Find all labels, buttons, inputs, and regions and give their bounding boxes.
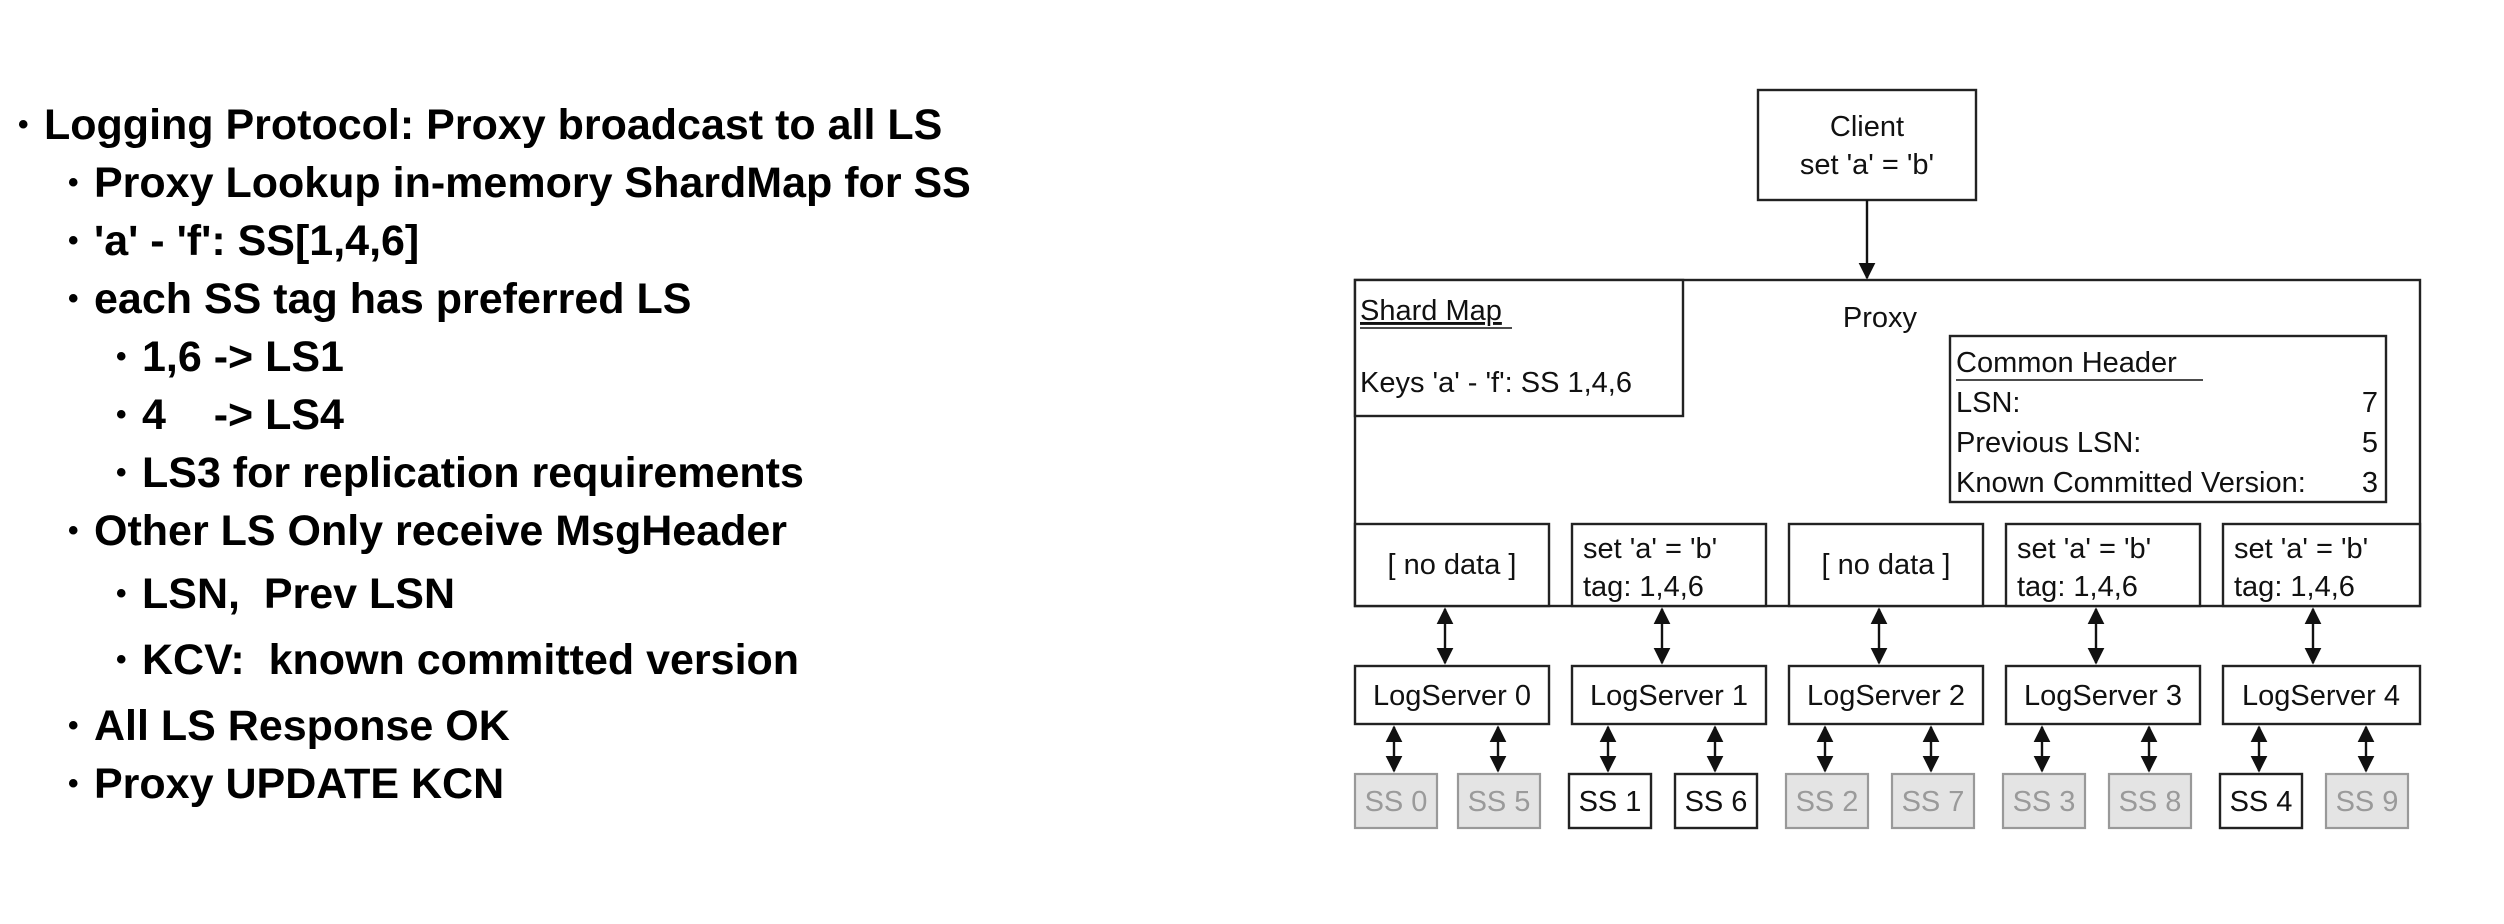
ss-box-7 [1890,772,1976,830]
message-box-4 [2221,522,2422,608]
ss-7-label: SS 7 [1902,786,1965,818]
log-server-box-1 [1570,664,1768,726]
log-server-box-3 [2004,664,2202,726]
proxy-logserver-links [1436,607,2322,665]
ss-box-8 [2107,772,2193,830]
log-server-0-label: LogServer 0 [1373,680,1531,712]
ss-1-label: SS 1 [1579,786,1642,818]
bullet-item: Proxy Lookup in-memory ShardMap for SS [94,159,971,207]
log-server-3-label: LogServer 3 [2024,680,2182,712]
ss-box-5 [1456,772,1542,830]
log-server-1-label: LogServer 1 [1590,680,1748,712]
ss-4-label: SS 4 [2230,786,2293,818]
message-box-1 [1570,522,1768,608]
proxy-node: Proxy Shard Map Keys 'a' - 'f': SS 1,4,6… [1353,278,2422,608]
message-2-line1: [ no data ] [1822,549,1951,581]
log-server-box-2 [1787,664,1985,726]
shard-map: Shard Map Keys 'a' - 'f': SS 1,4,6 [1353,278,1685,418]
log-server-box-0 [1353,664,1551,726]
message-4-line2: tag: 1,4,6 [2234,571,2355,603]
ss-box-9 [2324,772,2410,830]
header-kcv-value: 3 [2362,467,2378,499]
proxy-label: Proxy [1843,302,1918,334]
message-3-line1: set 'a' = 'b' [2017,533,2151,565]
bullet-item: 4 -> LS4 [142,391,344,439]
bullet-item: each SS tag has preferred LS [94,275,692,323]
header-lsn-value: 7 [2362,387,2378,419]
log-server-row: LogServer 0 LogServer 1 LogServer 2 LogS… [1353,664,2422,726]
header-prev-lsn-label: Previous LSN: [1956,427,2141,459]
shard-map-title: Shard Map [1360,295,1502,327]
bullet-item: LSN, Prev LSN [142,570,456,618]
ss-box-1 [1567,772,1653,830]
message-row: [ no data ] set 'a' = 'b' tag: 1,4,6 [ n… [1353,522,2422,608]
bullet-item: LS3 for replication requirements [142,449,804,497]
client-node: Client set 'a' = 'b' [1756,88,1978,202]
client-label: Client [1830,111,1904,143]
logserver-storage-links [1385,725,2375,773]
ss-box-2 [1784,772,1870,830]
log-server-4-label: LogServer 4 [2242,680,2400,712]
ss-6-label: SS 6 [1685,786,1748,818]
bullet-item: Other LS Only receive MsgHeader [94,507,788,555]
bullet-list: Logging Protocol: Proxy broadcast to all… [0,0,1200,924]
ss-2-label: SS 2 [1796,786,1859,818]
bullet-item: 'a' - 'f': SS[1,4,6] [94,217,420,265]
client-command: set 'a' = 'b' [1800,149,1934,181]
bullet-item: Logging Protocol: Proxy broadcast to all… [44,101,943,149]
ss-5-label: SS 5 [1468,786,1531,818]
message-4-line1: set 'a' = 'b' [2234,533,2368,565]
header-kcv-label: Known Committed Version: [1956,467,2306,499]
ss-9-label: SS 9 [2336,786,2399,818]
ss-box-0 [1353,772,1439,830]
message-box-3 [2004,522,2202,608]
bullet-item: KCV: known committed version [142,636,800,684]
bullet-item: All LS Response OK [94,702,510,750]
log-server-2-label: LogServer 2 [1807,680,1965,712]
message-3-line2: tag: 1,4,6 [2017,571,2138,603]
architecture-diagram: Client set 'a' = 'b' Proxy Shard Map Key… [1300,60,2440,850]
ss-box-4 [2218,772,2304,830]
diagram-canvas: Client set 'a' = 'b' Proxy Shard Map Key… [1353,88,2422,830]
storage-server-row: SS 0 SS 5 SS 1 SS 6 SS 2 SS 7 SS 3 SS 8 … [1353,772,2410,830]
message-1-line1: set 'a' = 'b' [1583,533,1717,565]
message-box-2 [1787,522,1985,608]
header-lsn-label: LSN: [1956,387,2020,419]
bullet-item: Proxy UPDATE KCN [94,760,505,808]
ss-0-label: SS 0 [1365,786,1428,818]
message-1-line2: tag: 1,4,6 [1583,571,1704,603]
common-header: Common Header LSN: 7 Previous LSN: 5 Kno… [1948,334,2388,504]
header-prev-lsn-value: 5 [2362,427,2378,459]
ss-box-3 [2001,772,2087,830]
common-header-box [1948,334,2388,504]
shard-map-keys: Keys 'a' - 'f': SS 1,4,6 [1360,367,1632,399]
shard-map-box [1353,278,1685,418]
ss-8-label: SS 8 [2119,786,2182,818]
ss-3-label: SS 3 [2013,786,2076,818]
message-box-0 [1353,522,1551,608]
client-box [1756,88,1978,202]
log-server-box-4 [2221,664,2422,726]
bullet-item: 1,6 -> LS1 [142,333,344,381]
message-0-line1: [ no data ] [1388,549,1517,581]
ss-box-6 [1673,772,1759,830]
common-header-title: Common Header [1956,347,2177,379]
